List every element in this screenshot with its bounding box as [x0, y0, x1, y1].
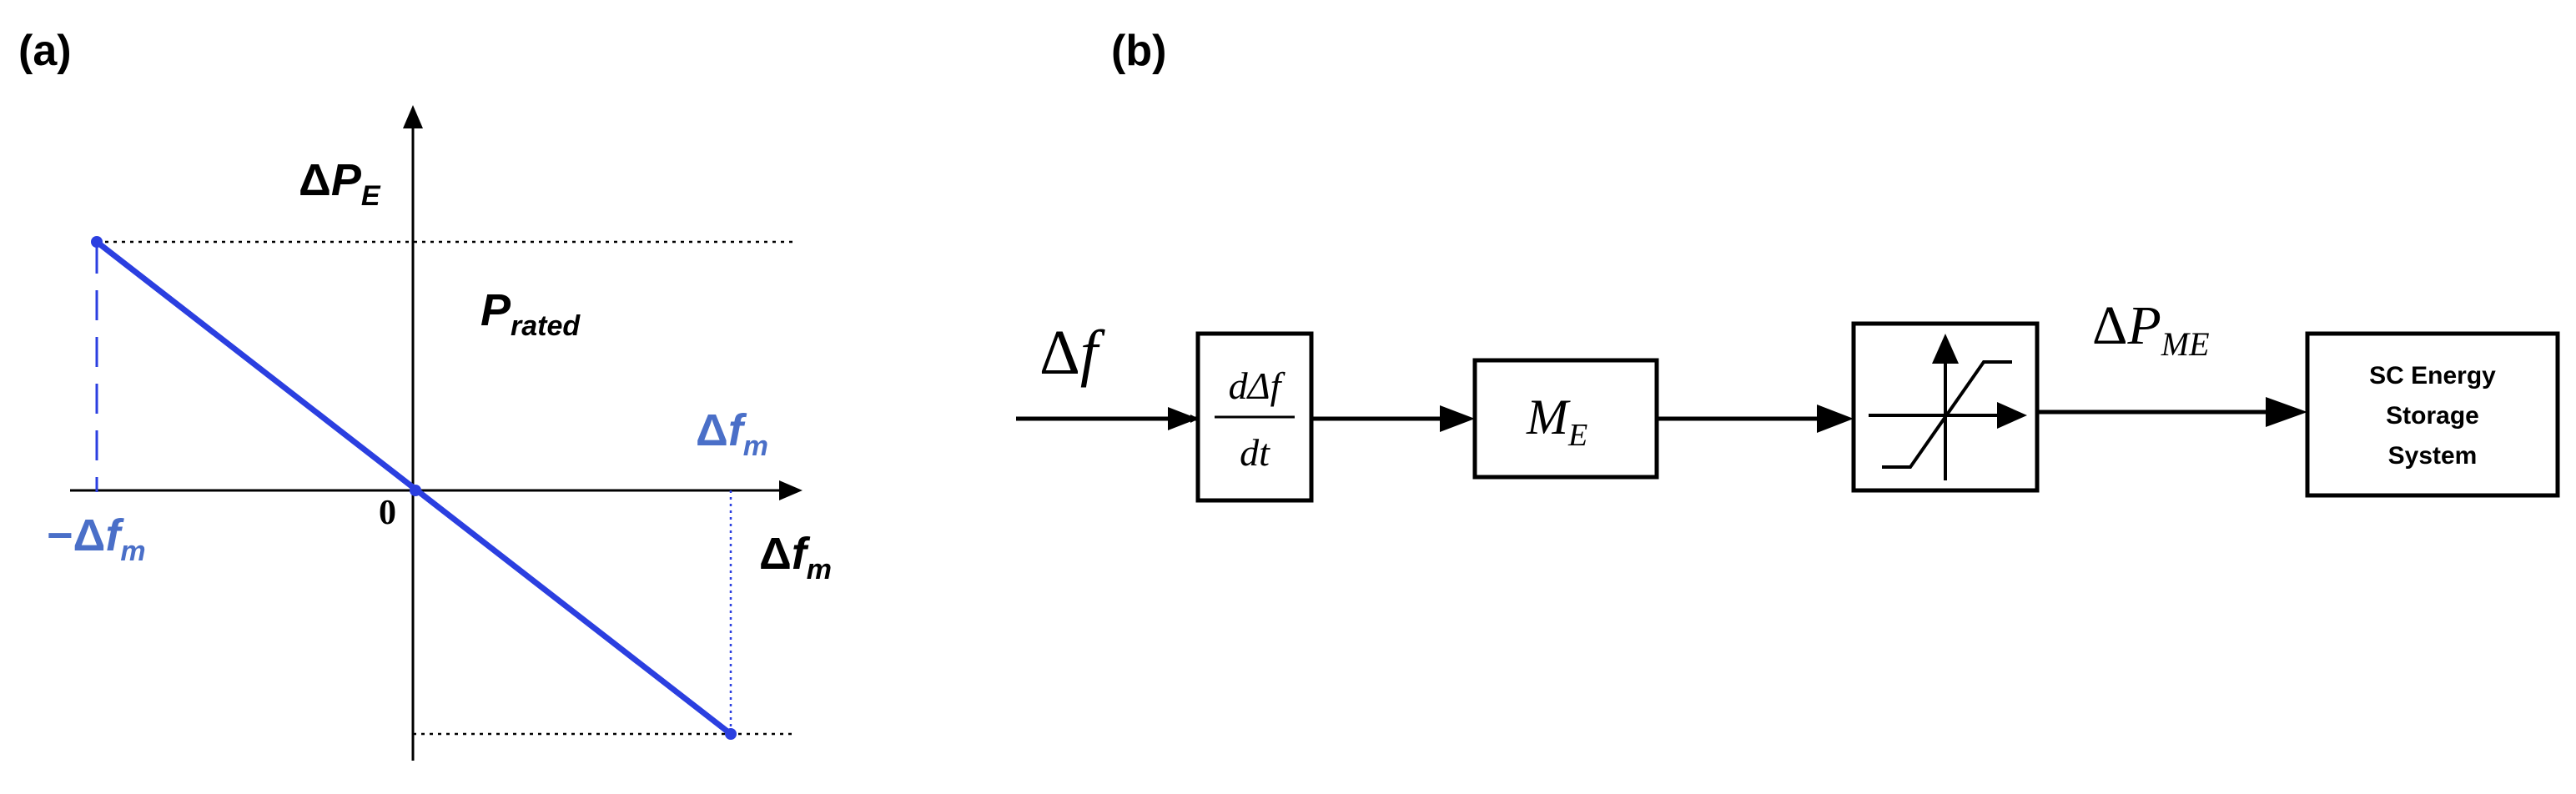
gain-block-label: ME	[1526, 389, 1587, 453]
storage-line-3: System	[2388, 442, 2478, 470]
panel-a-label: (a)	[18, 27, 72, 75]
panel-b-label: (b)	[1111, 27, 1166, 75]
sc-energy-storage-block	[2305, 331, 2560, 498]
input-arrowhead	[1168, 407, 1198, 430]
x-axis-label: Δfm	[759, 529, 832, 585]
saturation-limiter-icon	[1869, 334, 2027, 480]
gain-block	[1472, 358, 1659, 480]
droop-start-point	[91, 236, 103, 248]
x-axis-arrowhead	[779, 480, 802, 500]
origin-label: 0	[379, 494, 396, 532]
p-rated-label: Prated	[480, 285, 581, 342]
y-axis-label: ΔPE	[299, 155, 381, 212]
gain-to-limiter-arrowhead	[1817, 405, 1854, 433]
output-delta-p-me-label: ΔPME	[2092, 295, 2210, 363]
storage-line-1: SC Energy	[2369, 362, 2496, 389]
derivative-denominator: dt	[1240, 431, 1270, 474]
droop-origin-point	[410, 485, 421, 496]
input-delta-f-label: Δf	[1039, 318, 1105, 388]
derivative-numerator: dΔf	[1229, 364, 1286, 407]
neg-dfm-label: −Δfm	[47, 510, 146, 567]
limiter-to-storage-arrowhead	[2266, 397, 2307, 427]
panel-b: (b) Δf dΔf dt ME ΔPME	[1016, 27, 2560, 503]
derivative-to-gain-arrowhead	[1440, 405, 1475, 432]
pos-dfm-label: Δfm	[696, 405, 768, 462]
panel-a: (a) ΔPE Prated 0 Δfm Δfm −Δfm	[18, 27, 832, 761]
y-axis-arrowhead	[403, 105, 423, 128]
storage-line-2: Storage	[2386, 402, 2479, 430]
droop-end-point	[725, 728, 737, 740]
